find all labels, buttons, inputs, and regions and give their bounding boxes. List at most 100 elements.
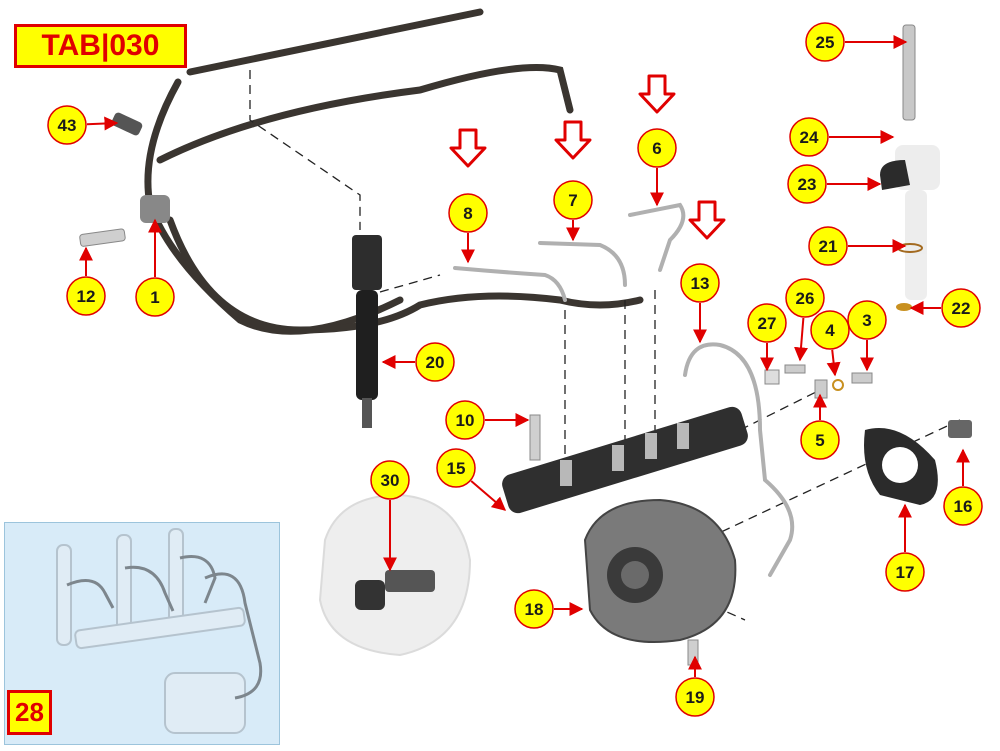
callout-number: 23	[798, 175, 817, 194]
callout-circle	[47, 105, 87, 145]
seal	[832, 379, 844, 391]
callout-16: 16	[943, 448, 983, 526]
callout-circle	[514, 589, 554, 629]
callout-circle	[800, 420, 840, 460]
high-pressure-lines	[453, 202, 795, 577]
callout-4: 4	[810, 310, 850, 377]
callout-number: 25	[816, 33, 835, 52]
clip	[111, 112, 143, 136]
callout-circle	[805, 22, 845, 62]
callout-circle	[415, 342, 455, 382]
callout-circle	[135, 277, 175, 317]
callout-circle	[943, 486, 983, 526]
callout-23: 23	[787, 164, 882, 204]
callout-26: 26	[785, 278, 825, 362]
callout-43: 43	[47, 105, 119, 145]
callout-number: 43	[58, 116, 77, 135]
callout-12: 12	[66, 246, 106, 316]
callout-10: 10	[445, 400, 530, 440]
callout-circle	[680, 263, 720, 303]
screw	[784, 364, 806, 374]
highlight-arrow-7	[554, 120, 592, 160]
callout-24: 24	[789, 117, 895, 157]
bolt	[79, 228, 126, 247]
callout-number: 8	[463, 204, 472, 223]
callout-number: 17	[896, 563, 915, 582]
callout-number: 15	[447, 459, 466, 478]
callout-25: 25	[805, 22, 908, 62]
callout-number: 20	[426, 353, 445, 372]
callout-circle	[675, 677, 715, 717]
nut	[948, 420, 972, 438]
callout-1: 1	[135, 218, 175, 317]
callout-number: 3	[862, 311, 871, 330]
callout-19: 19	[675, 655, 715, 717]
highlight-arrow-6	[638, 74, 676, 114]
callout-layer: 1345678101213151617181920212223242526273…	[47, 22, 983, 717]
fuel-rail	[502, 406, 748, 514]
metering-valve	[355, 570, 435, 610]
callout-number: 18	[525, 600, 544, 619]
hose-connector	[140, 195, 170, 223]
callout-leader	[86, 116, 119, 131]
bolt	[687, 639, 699, 666]
callout-circle	[885, 552, 925, 592]
callout-circle	[785, 278, 825, 318]
callout-7: 7	[553, 180, 593, 242]
callout-number: 22	[952, 299, 971, 318]
highlight-arrows	[449, 74, 726, 240]
callout-17: 17	[885, 503, 925, 592]
clip	[764, 369, 780, 385]
callout-number: 19	[686, 688, 705, 707]
callout-circle	[553, 180, 593, 220]
callout-number: 6	[652, 139, 661, 158]
callout-number: 16	[954, 497, 973, 516]
callout-number: 5	[815, 431, 824, 450]
callout-circle	[941, 288, 981, 328]
callout-number: 30	[381, 471, 400, 490]
callout-8: 8	[448, 193, 488, 264]
inset-illustration	[56, 528, 263, 734]
callout-circle	[445, 400, 485, 440]
callout-circle	[789, 117, 829, 157]
callout-circle	[787, 164, 827, 204]
callout-number: 13	[691, 274, 710, 293]
callout-number: 7	[568, 191, 577, 210]
callout-circle	[810, 310, 850, 350]
callout-number: 10	[456, 411, 475, 430]
highlight-arrow-13	[688, 200, 726, 240]
callout-circle	[808, 226, 848, 266]
callout-number: 26	[796, 289, 815, 308]
callout-20: 20	[381, 342, 455, 382]
callout-number: 27	[758, 314, 777, 333]
return-hoses	[144, 8, 644, 335]
callout-leader	[794, 317, 808, 362]
callout-30: 30	[370, 460, 410, 572]
callout-6: 6	[637, 128, 677, 207]
callout-15: 15	[436, 448, 507, 511]
highlight-arrow-8	[449, 128, 487, 168]
hp-pump	[583, 498, 737, 643]
callout-number: 12	[77, 287, 96, 306]
washer	[896, 303, 912, 311]
callout-leader	[826, 349, 841, 377]
screw	[851, 372, 873, 384]
callout-number: 1	[150, 288, 159, 307]
callout-22: 22	[909, 288, 981, 328]
clamp	[880, 160, 910, 190]
callout-18: 18	[514, 589, 584, 629]
callout-circle	[66, 276, 106, 316]
injector	[352, 235, 382, 428]
callout-27: 27	[747, 303, 787, 372]
callout-circle	[370, 460, 410, 500]
callout-circle	[436, 448, 476, 488]
callout-number: 4	[825, 321, 835, 340]
bolt	[902, 24, 916, 121]
callout-number: 21	[819, 237, 838, 256]
callout-number: 24	[800, 128, 819, 147]
callout-5: 5	[800, 393, 840, 460]
callout-circle	[637, 128, 677, 168]
callout-circle	[847, 300, 887, 340]
